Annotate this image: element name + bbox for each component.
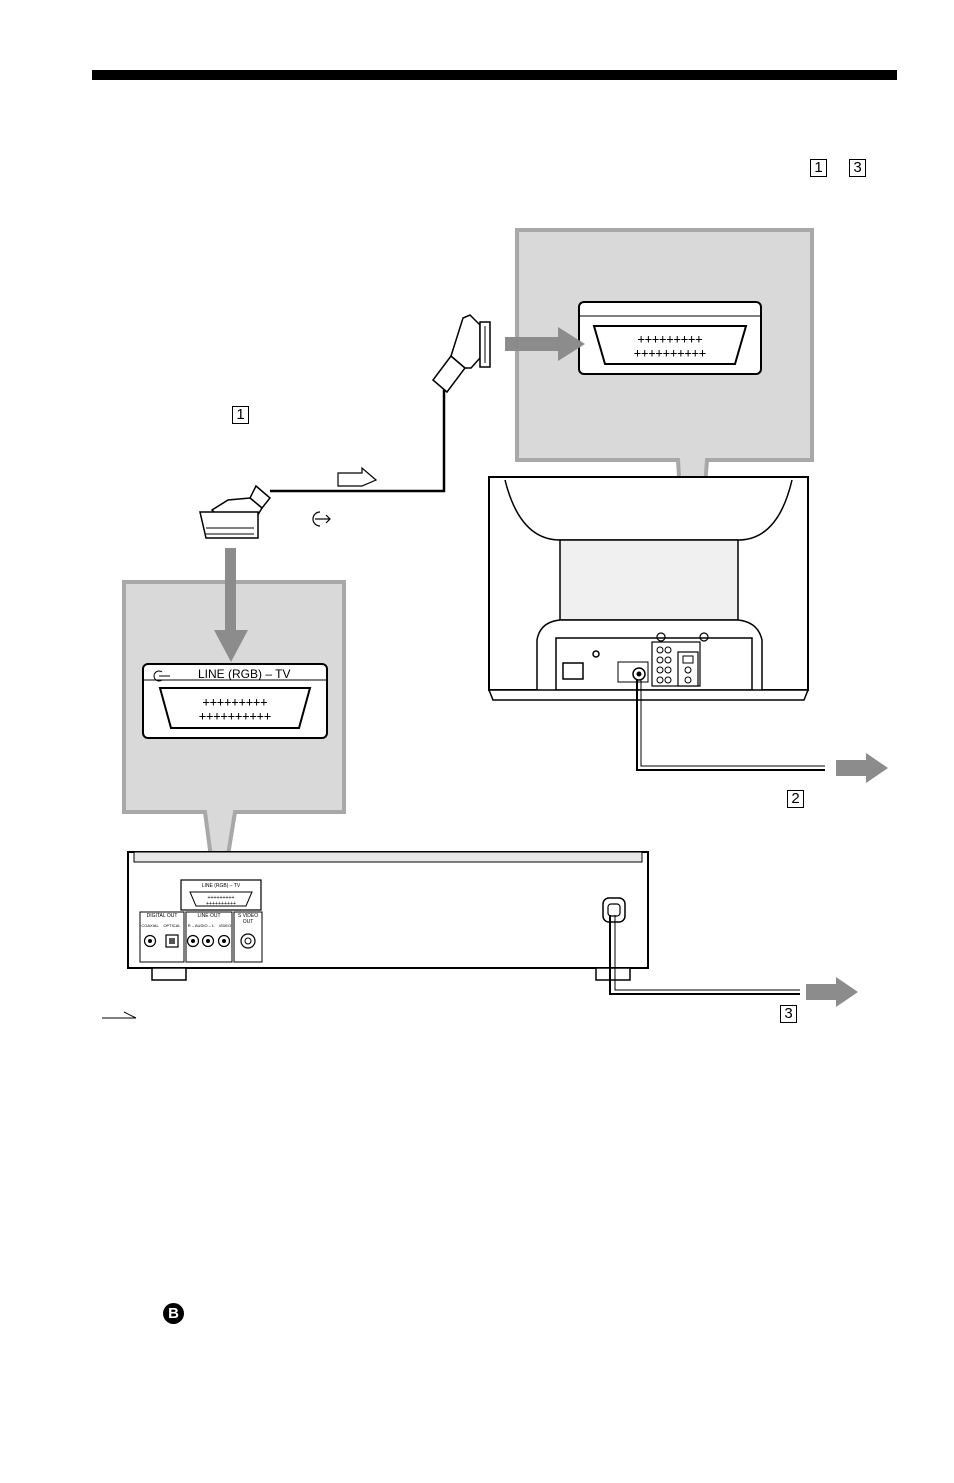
svg-text:++++++++++: ++++++++++ xyxy=(634,346,706,360)
top-rule xyxy=(92,70,897,80)
digital-out-label: DIGITAL OUT xyxy=(147,913,178,919)
video-label: VIDEO xyxy=(219,923,231,928)
step-2-box: 2 xyxy=(787,790,804,808)
step-range-start-box: 1 xyxy=(810,159,827,177)
step-range-end-box: 3 xyxy=(849,159,866,177)
connector-label-large: LINE (RGB) – TV xyxy=(198,667,290,681)
coaxial-label: COAXIAL xyxy=(141,923,159,928)
upper-scart-plug xyxy=(431,314,491,394)
player-rear: LINE (RGB) – TV +++++++++ ++++++++++ DIG… xyxy=(127,851,649,981)
scart-symbol xyxy=(312,511,331,527)
svg-text:++++++++++: ++++++++++ xyxy=(206,901,236,907)
badge-b: B xyxy=(163,1303,184,1324)
svg-text:+++++++++: +++++++++ xyxy=(637,332,702,346)
tv-rear xyxy=(487,476,810,701)
svg-text:+++++++++: +++++++++ xyxy=(207,895,234,901)
player-power-arrow xyxy=(806,977,858,1007)
connector-label-small: LINE (RGB) – TV xyxy=(202,883,241,889)
step-1-box: 1 xyxy=(232,406,249,424)
step-3-box: 3 xyxy=(780,1005,797,1023)
s-video-label-1: S VIDEO xyxy=(238,913,258,919)
signal-flow-legend-arrow xyxy=(102,1011,137,1019)
tv-power-arrow xyxy=(836,753,888,783)
signal-flow-arrow xyxy=(337,466,378,487)
arrow-to-player-socket xyxy=(214,548,248,662)
arrow-to-tv-socket xyxy=(505,327,585,361)
tv-power-cord xyxy=(636,680,825,771)
svg-text:+++++++++: +++++++++ xyxy=(202,695,267,709)
s-video-label-2: OUT xyxy=(243,919,254,925)
player-power-cord xyxy=(609,915,800,995)
svg-text:++++++++++: ++++++++++ xyxy=(199,709,271,723)
optical-label: OPTICAL xyxy=(163,923,181,928)
lower-scart-plug xyxy=(199,484,272,539)
audio-label: R – AUDIO – L xyxy=(188,923,215,928)
line-out-label: LINE OUT xyxy=(197,913,220,919)
scart-cable xyxy=(270,390,446,493)
player-callout: LINE (RGB) – TV +++++++++ ++++++++++ xyxy=(122,548,346,882)
